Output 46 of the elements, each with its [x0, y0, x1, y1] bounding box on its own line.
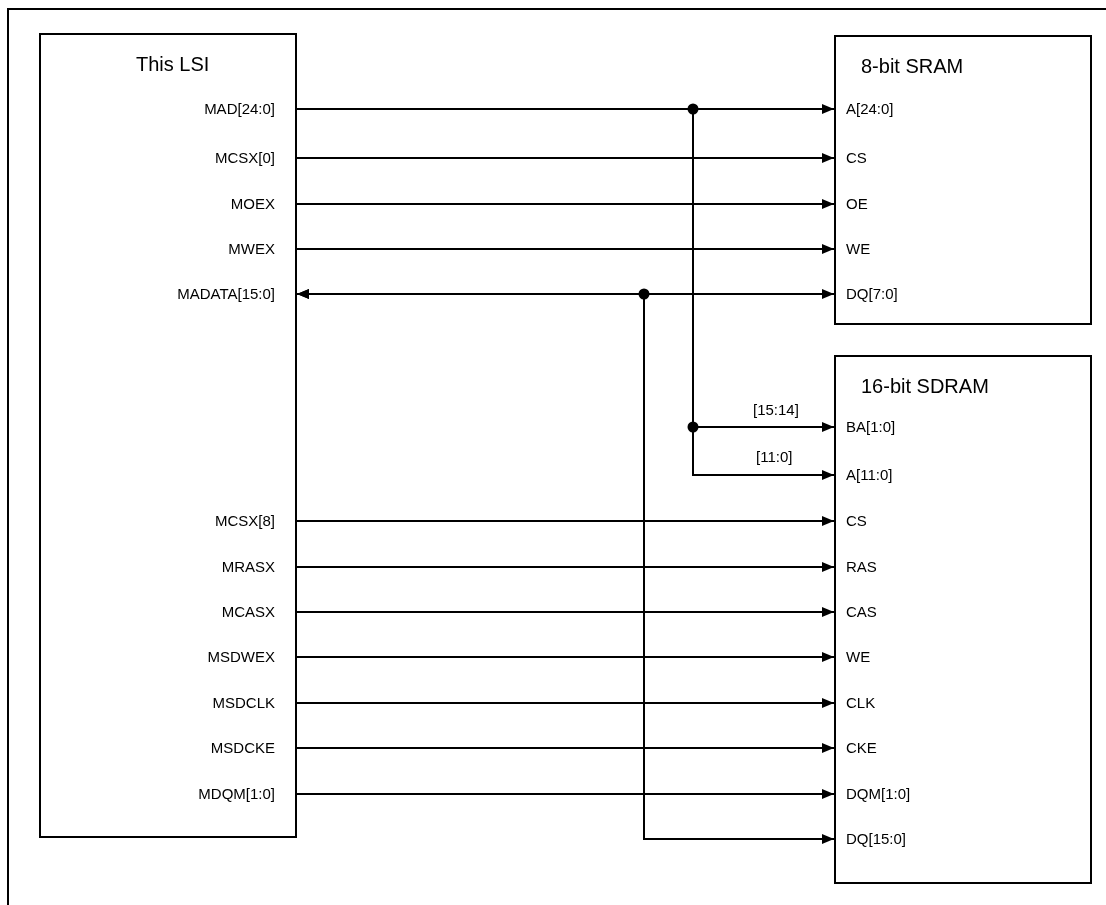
pin-label: MSDCKE	[210, 739, 275, 756]
signal-arrow	[296, 516, 835, 526]
box-title: 8-bit SRAM	[861, 55, 964, 78]
signal-arrow	[296, 244, 835, 254]
signal-arrow	[296, 743, 835, 753]
pin-label: A[11:0]	[846, 466, 893, 483]
chip-box	[39, 33, 297, 838]
pin-label: MCASX	[221, 603, 275, 620]
signal-arrow	[296, 199, 835, 209]
signal-arrow	[296, 789, 835, 799]
pin-label: MCSX[0]	[215, 149, 275, 166]
pin-label: DQ[7:0]	[846, 285, 898, 302]
pin-label: WE	[846, 648, 871, 665]
pin-label: WE	[846, 240, 871, 257]
pin-label: MSDWEX	[207, 648, 275, 665]
box-title: 16-bit SDRAM	[861, 375, 989, 398]
signal-arrow	[296, 698, 835, 708]
box-title: This LSI	[136, 53, 210, 76]
pin-label: A[24:0]	[846, 100, 894, 117]
signal-arrow	[296, 289, 835, 844]
pin-label: MOEX	[230, 195, 275, 212]
pin-label: RAS	[846, 558, 877, 575]
pin-label: CS	[846, 149, 867, 166]
edge-label: [11:0]	[755, 448, 794, 466]
pin-label: CAS	[846, 603, 877, 620]
pin-label: MCSX[8]	[215, 512, 275, 529]
pin-label: CLK	[846, 694, 876, 711]
chip-box	[834, 35, 1092, 325]
pin-label: OE	[846, 195, 868, 212]
pin-label: MDQM[1:0]	[198, 785, 275, 802]
chip-box	[834, 355, 1092, 884]
pin-label: DQ[15:0]	[846, 830, 907, 847]
pin-label: MRASX	[221, 558, 275, 575]
pin-label: CKE	[846, 739, 877, 756]
pin-label: MWEX	[228, 240, 275, 257]
signal-arrow	[296, 607, 835, 617]
pin-label: BA[1:0]	[846, 418, 896, 435]
pin-label: MAD[24:0]	[204, 100, 275, 117]
edge-label: [15:14]	[752, 401, 800, 419]
signal-arrow	[296, 153, 835, 163]
pin-label: DQM[1:0]	[846, 785, 911, 802]
pin-label: MADATA[15:0]	[177, 285, 275, 302]
signal-arrow	[296, 562, 835, 572]
pin-label: CS	[846, 512, 867, 529]
pin-label: MSDCLK	[212, 694, 275, 711]
signal-arrow	[296, 652, 835, 662]
